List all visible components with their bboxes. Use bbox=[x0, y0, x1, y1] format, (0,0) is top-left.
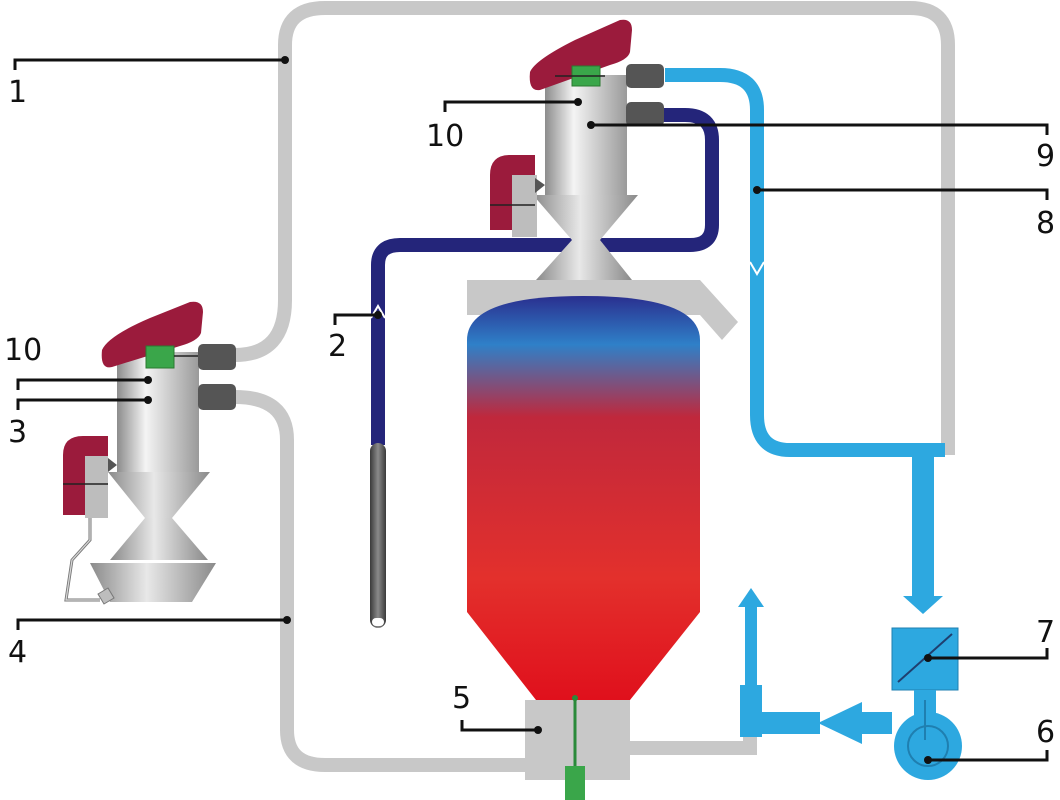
suction-lance bbox=[370, 443, 386, 628]
leader-lines bbox=[13, 56, 1049, 764]
left-receiver-body bbox=[117, 352, 199, 472]
left-receiver-neck bbox=[110, 518, 208, 560]
leader-6-dot bbox=[924, 756, 932, 764]
label-10-left: 10 bbox=[4, 333, 42, 368]
top-receiver-body bbox=[545, 75, 627, 195]
left-vacuum-port bbox=[198, 344, 236, 370]
leader-7-dot bbox=[924, 654, 932, 662]
air-riser bbox=[740, 685, 762, 737]
left-elbow-body bbox=[85, 456, 108, 518]
vacuum-line-1 bbox=[234, 0, 955, 455]
left-receiver-cap bbox=[101, 301, 203, 368]
top-elbow-body bbox=[512, 175, 537, 237]
left-filter-indicator bbox=[145, 345, 175, 369]
label-5: 5 bbox=[452, 681, 471, 716]
air-line-8 bbox=[665, 68, 945, 457]
leader-8-dot bbox=[753, 186, 761, 194]
conveying-line-2 bbox=[371, 108, 719, 445]
left-drain-tube-inner bbox=[65, 518, 100, 601]
label-8: 8 bbox=[1036, 206, 1055, 241]
leader-7 bbox=[928, 648, 1049, 660]
arrow-down-to-filter bbox=[903, 596, 943, 614]
air-horizontal-pipe bbox=[762, 712, 820, 734]
leader-2-dot bbox=[374, 311, 382, 319]
top-receiver-cone bbox=[533, 195, 638, 240]
exhaust-stub bbox=[745, 605, 757, 685]
valve-motor bbox=[565, 766, 585, 800]
blower-6 bbox=[894, 712, 962, 780]
air-downpipe bbox=[912, 450, 934, 598]
arrow-up-exhaust bbox=[738, 588, 764, 607]
left-elbow bbox=[63, 436, 108, 515]
left-hopper bbox=[90, 563, 216, 602]
top-elbow-flap bbox=[535, 178, 545, 193]
leader-10-left-dot bbox=[144, 376, 152, 384]
arrow-left-from-blower bbox=[818, 702, 862, 744]
leader-10-left bbox=[16, 378, 148, 390]
leader-10-top-dot bbox=[574, 98, 582, 106]
leader-5 bbox=[460, 720, 538, 732]
label-6: 6 bbox=[1036, 715, 1055, 750]
blower-inner bbox=[907, 725, 949, 767]
leader-10-top bbox=[443, 100, 578, 112]
label-3: 3 bbox=[8, 415, 27, 450]
leader-9 bbox=[591, 123, 1049, 135]
conveying-line-4 bbox=[234, 390, 530, 772]
silo-body bbox=[467, 296, 700, 700]
leader-3-dot bbox=[144, 396, 152, 404]
label-1: 1 bbox=[8, 75, 27, 110]
top-vacuum-port bbox=[626, 64, 664, 88]
leader-9-dot bbox=[587, 121, 595, 129]
left-receiver-cone bbox=[108, 472, 210, 518]
top-receiver-cap bbox=[529, 19, 632, 91]
leader-1-dot bbox=[281, 56, 289, 64]
leader-6 bbox=[928, 750, 1049, 762]
leader-2 bbox=[333, 313, 378, 325]
left-drain-tube bbox=[64, 518, 100, 602]
top-receiver-neck bbox=[536, 240, 632, 280]
flow-arrow-down-8 bbox=[749, 261, 765, 276]
label-7: 7 bbox=[1036, 615, 1055, 650]
suction-lance-tip bbox=[372, 618, 384, 626]
left-drain-fitting bbox=[97, 587, 115, 605]
top-elbow bbox=[490, 155, 535, 230]
left-elbow-flap bbox=[108, 458, 117, 472]
label-4: 4 bbox=[8, 635, 27, 670]
label-10-top: 10 bbox=[426, 119, 464, 154]
leader-4 bbox=[16, 618, 287, 630]
leader-4-dot bbox=[283, 616, 291, 624]
valve-connector-line bbox=[630, 720, 757, 755]
blower-outlet-pipe bbox=[862, 712, 892, 734]
leader-8 bbox=[757, 188, 1049, 200]
label-2: 2 bbox=[328, 329, 347, 364]
valve-shaft-top bbox=[572, 695, 578, 701]
top-material-port bbox=[626, 102, 664, 126]
left-material-port bbox=[198, 384, 236, 410]
label-9: 9 bbox=[1036, 139, 1055, 174]
leader-3 bbox=[16, 398, 148, 410]
leader-5-dot bbox=[534, 726, 542, 734]
leader-1 bbox=[13, 58, 285, 70]
